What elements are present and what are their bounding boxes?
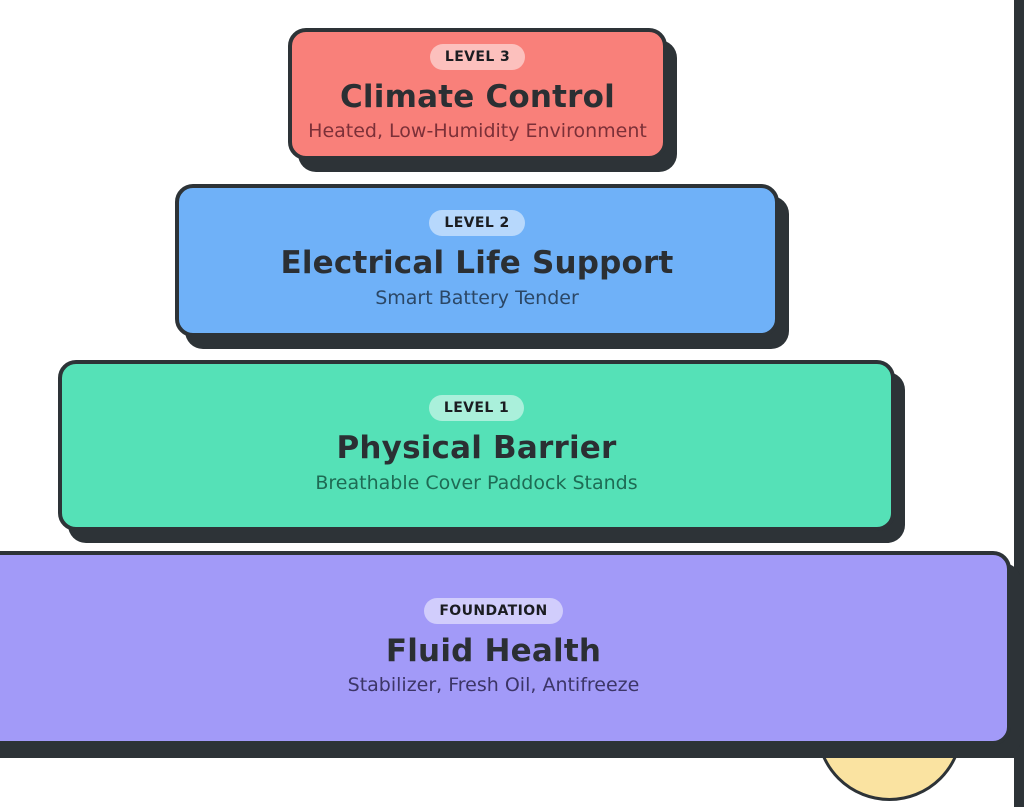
level-3-title: Climate Control bbox=[339, 78, 615, 115]
pyramid-foundation-card: FOUNDATION Fluid Health Stabilizer, Fres… bbox=[0, 551, 1011, 745]
frame-right-edge bbox=[1014, 0, 1024, 807]
pyramid-level-2-card: LEVEL 2 Electrical Life Support Smart Ba… bbox=[175, 184, 779, 337]
level-1-title: Physical Barrier bbox=[336, 430, 617, 467]
foundation-subtitle: Stabilizer, Fresh Oil, Antifreeze bbox=[347, 674, 640, 697]
frame-bottom-edge bbox=[0, 743, 1024, 758]
foundation-badge: FOUNDATION bbox=[424, 597, 563, 624]
level-1-subtitle: Breathable Cover Paddock Stands bbox=[315, 471, 638, 494]
pyramid-level-3-card: LEVEL 3 Climate Control Heated, Low-Humi… bbox=[288, 28, 667, 160]
level-2-badge: LEVEL 2 bbox=[429, 210, 525, 237]
level-1-badge: LEVEL 1 bbox=[428, 395, 525, 422]
level-3-subtitle: Heated, Low-Humidity Environment bbox=[308, 120, 647, 143]
level-2-title: Electrical Life Support bbox=[280, 245, 674, 282]
pyramid-level-1-card: LEVEL 1 Physical Barrier Breathable Cove… bbox=[58, 360, 895, 531]
level-3-badge: LEVEL 3 bbox=[429, 43, 526, 70]
foundation-title: Fluid Health bbox=[385, 632, 602, 669]
level-2-subtitle: Smart Battery Tender bbox=[375, 286, 579, 309]
